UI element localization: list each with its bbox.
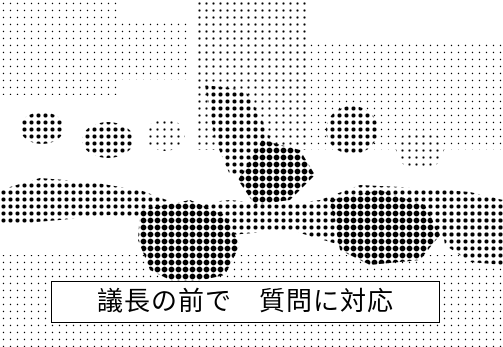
caption-box: 議長の前で 質問に対応 xyxy=(51,281,440,323)
background-upper-left xyxy=(0,0,120,95)
background-panel xyxy=(120,20,190,80)
figure-head-right xyxy=(326,106,378,154)
caption-text: 議長の前で 質問に対応 xyxy=(96,287,394,317)
figure-head-center-left xyxy=(82,122,134,158)
figure-head-far-right xyxy=(396,130,444,170)
speaker-arm xyxy=(238,140,315,205)
foreground-right-shoulder xyxy=(440,210,503,265)
figure-head-left xyxy=(20,112,64,144)
foreground-figure-right-dark xyxy=(330,190,440,265)
figure-head-center xyxy=(145,119,185,151)
